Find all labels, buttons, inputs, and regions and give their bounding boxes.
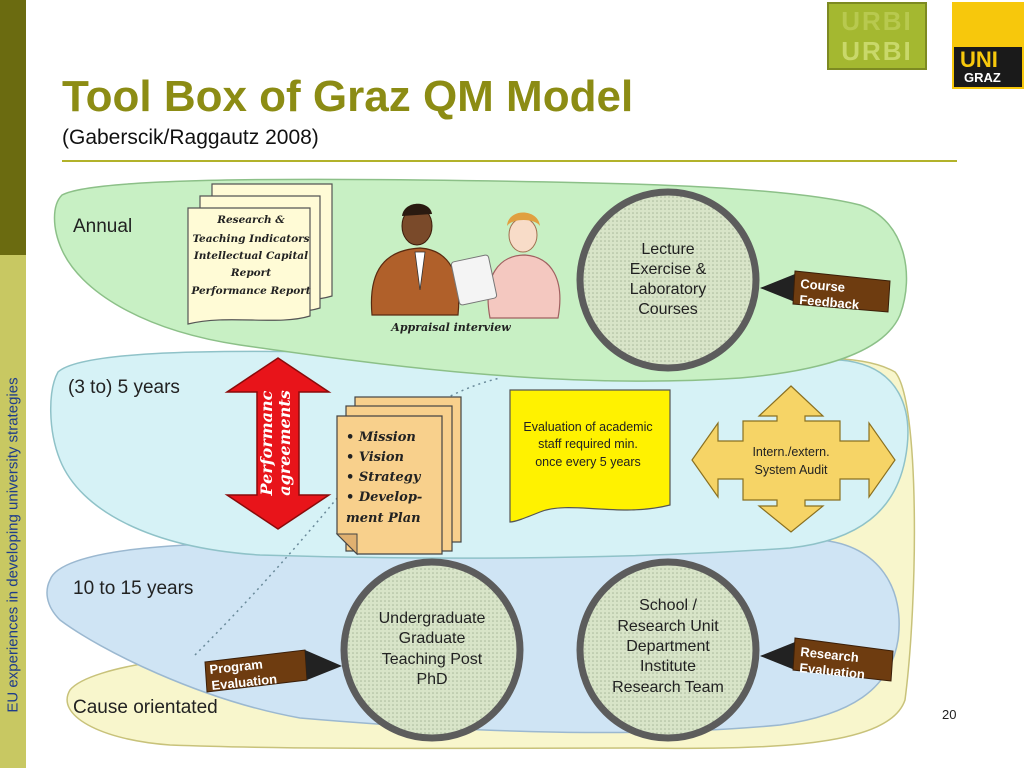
- report-line-2: Teaching Indicators: [192, 233, 309, 245]
- programs-line-1: Undergraduate: [379, 610, 486, 627]
- sidebar: EU experiences in developing university …: [0, 0, 26, 768]
- courses-line-3: Laboratory: [630, 281, 707, 298]
- row-label-annual: Annual: [73, 216, 132, 237]
- units-line-3: Department: [626, 638, 710, 655]
- programs-line-4: PhD: [416, 671, 447, 688]
- performance-agreements-line-2: agreements: [275, 390, 294, 495]
- plan-line-5: ment Plan: [346, 511, 421, 526]
- graz-logo-text: GRAZ: [964, 70, 1001, 85]
- page-number: 20: [942, 707, 957, 722]
- urbi-logo-text-top: URBI: [841, 6, 913, 36]
- evaluation-note-line-1: Evaluation of academic: [523, 420, 652, 434]
- plan-line-2: • Vision: [346, 450, 404, 465]
- program-evaluation-line-2: Evaluation: [211, 671, 278, 693]
- programs-circle: Undergraduate Graduate Teaching Post PhD: [340, 558, 524, 742]
- row-label-mid: (3 to) 5 years: [68, 377, 180, 398]
- audit-line-2: System Audit: [755, 463, 828, 477]
- units-line-4: Institute: [640, 658, 696, 675]
- programs-line-2: Graduate: [399, 630, 466, 647]
- urbi-logo: URBI URBI: [827, 2, 927, 70]
- row-label-cause: Cause orientated: [73, 697, 218, 718]
- slide-subtitle: (Gaberscik/Raggautz 2008): [62, 126, 319, 149]
- appraisal-caption: Appraisal interview: [390, 321, 511, 334]
- urbi-logo-text: URBI: [841, 36, 913, 66]
- program-evaluation-tag: Program Evaluation: [204, 649, 342, 693]
- plan-line-3: • Strategy: [346, 470, 422, 485]
- courses-line-1: Lecture: [641, 241, 694, 258]
- units-line-5: Research Team: [612, 679, 724, 696]
- report-documents: Research & Teaching Indicators Intellect…: [187, 183, 333, 325]
- slide-title: Tool Box of Graz QM Model: [62, 72, 634, 121]
- course-feedback-tag: Course Feedback: [760, 270, 891, 313]
- uni-graz-logo: UNI GRAZ: [952, 2, 1024, 89]
- title-divider: [62, 160, 957, 162]
- appraisal-interview-illustration: Appraisal interview: [370, 203, 561, 334]
- evaluation-note: Evaluation of academic staff required mi…: [509, 389, 671, 523]
- units-circle: School / Research Unit Department Instit…: [576, 558, 760, 742]
- strategy-documents: • Mission • Vision • Strategy • Develop-…: [335, 396, 462, 556]
- units-line-1: School /: [639, 597, 697, 614]
- course-feedback-line-2: Feedback: [799, 292, 861, 312]
- row-label-long: 10 to 15 years: [73, 578, 193, 599]
- performance-agreements-line-1: Performanc: [257, 390, 276, 496]
- programs-line-3: Teaching Post: [382, 651, 483, 668]
- research-evaluation-line-1: Research: [800, 644, 860, 665]
- program-evaluation-line-1: Program: [209, 656, 264, 677]
- courses-line-2: Exercise &: [630, 261, 707, 278]
- evaluation-note-line-2: staff required min.: [538, 437, 638, 451]
- report-line-4: Report: [230, 267, 271, 279]
- system-audit-cross-arrow: Intern./extern. System Audit: [691, 385, 896, 533]
- report-line-1: Research &: [216, 214, 285, 226]
- evaluation-note-line-3: once every 5 years: [535, 455, 641, 469]
- performance-agreements-arrow[interactable]: Performanc agreements: [224, 357, 332, 530]
- courses-circle: Lecture Exercise & Laboratory Courses: [576, 188, 760, 372]
- courses-line-4: Courses: [638, 301, 698, 318]
- plan-line-4: • Develop-: [346, 490, 422, 505]
- course-feedback-line-1: Course: [800, 276, 846, 295]
- units-line-2: Research Unit: [617, 618, 719, 635]
- audit-line-1: Intern./extern.: [752, 445, 829, 459]
- report-line-5: Performance Report: [190, 285, 310, 297]
- plan-line-1: • Mission: [346, 430, 416, 445]
- uni-logo-text: UNI: [960, 47, 998, 72]
- report-line-3: Intellectual Capital: [193, 250, 308, 262]
- research-evaluation-tag: Research Evaluation: [760, 637, 894, 682]
- research-evaluation-line-2: Evaluation: [799, 660, 866, 682]
- uni-graz-logo-box: [954, 47, 1022, 87]
- sidebar-dark-band: [0, 0, 26, 255]
